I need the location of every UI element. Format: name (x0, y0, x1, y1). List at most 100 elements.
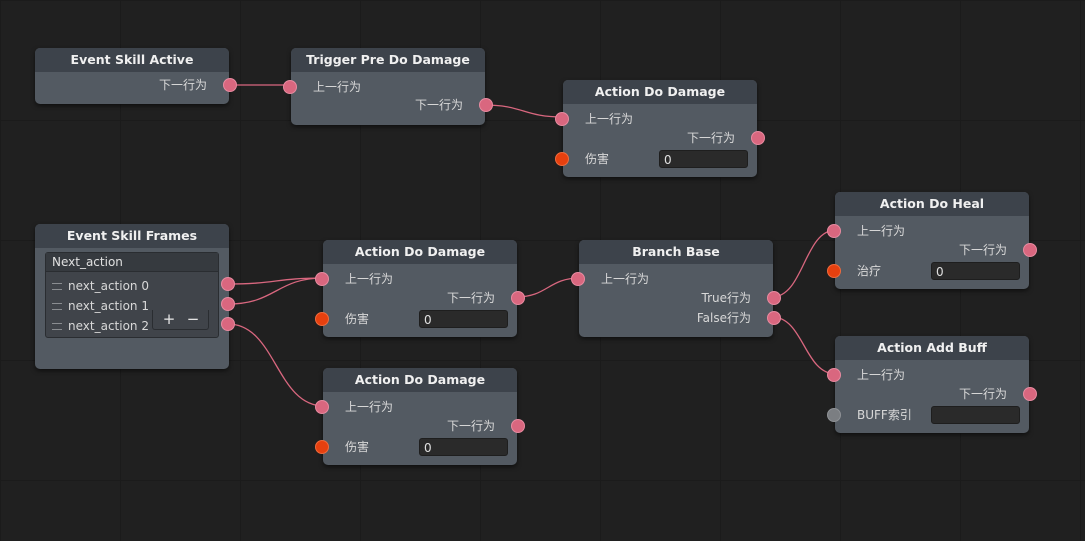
output-port-true[interactable]: True行为 (701, 289, 781, 307)
node-title: Trigger Pre Do Damage (291, 48, 485, 72)
node-action-do-damage[interactable]: Action Do Damage 上一行为 下一行为 伤害 0 (555, 80, 765, 177)
list-item-0[interactable]: next_action 0 (52, 277, 149, 295)
port-label: 下一行为 (446, 419, 495, 433)
port-dot[interactable] (511, 419, 525, 433)
port-label: 上一行为 (345, 272, 394, 286)
node-trigger-pre-do-damage[interactable]: Trigger Pre Do Damage 上一行为 下一行为 (283, 48, 493, 125)
next-action-list: Next_action next_action 0 next_action 1 … (45, 252, 219, 338)
port-dot[interactable] (315, 400, 329, 414)
node-title: Event Skill Frames (35, 224, 229, 248)
port-label: 下一行为 (446, 291, 495, 305)
port-label: 下一行为 (158, 78, 207, 92)
list-item-1[interactable]: next_action 1 (52, 297, 149, 315)
output-port-next[interactable]: 下一行为 (415, 96, 493, 114)
port-label: 上一行为 (601, 272, 650, 286)
output-port-next[interactable]: 下一行为 (958, 241, 1037, 259)
node-title: Action Do Damage (563, 80, 757, 104)
port-dot[interactable] (315, 440, 329, 454)
list-item-2[interactable]: next_action 2 (52, 317, 149, 335)
node-title: Action Do Heal (835, 192, 1029, 216)
input-port-heal[interactable]: 治疗 (827, 262, 882, 280)
port-label: False行为 (696, 311, 751, 325)
buff-index-field[interactable] (931, 406, 1020, 424)
port-dot[interactable] (315, 272, 329, 286)
port-dot[interactable] (555, 112, 569, 126)
output-port-1-dot[interactable] (221, 297, 235, 311)
node-event-skill-frames[interactable]: Event Skill Frames Next_action next_acti… (35, 224, 235, 369)
node-event-skill-active[interactable]: Event Skill Active 下一行为 (35, 48, 237, 104)
port-label: 伤害 (585, 152, 610, 166)
output-port-next[interactable]: 下一行为 (158, 76, 237, 94)
port-label: 上一行为 (313, 80, 362, 94)
port-dot[interactable] (827, 224, 841, 238)
output-port-0-dot[interactable] (221, 277, 235, 291)
port-dot[interactable] (571, 272, 585, 286)
wire (771, 316, 837, 375)
wire (227, 277, 325, 305)
damage-value-field[interactable]: 0 (419, 310, 508, 328)
port-label: 上一行为 (585, 112, 634, 126)
port-label: True行为 (701, 291, 752, 305)
port-label: 上一行为 (345, 400, 394, 414)
port-dot[interactable] (511, 291, 525, 305)
port-label: 上一行为 (857, 224, 906, 238)
heal-value-field[interactable]: 0 (931, 262, 1020, 280)
port-label: 治疗 (857, 264, 882, 278)
port-label: 下一行为 (958, 243, 1007, 257)
output-port-next[interactable]: 下一行为 (958, 385, 1037, 403)
damage-value-field[interactable]: 0 (659, 150, 748, 168)
drag-handle-icon[interactable] (52, 323, 62, 330)
output-port-next[interactable]: 下一行为 (686, 129, 765, 147)
drag-handle-icon[interactable] (52, 283, 62, 290)
input-port-prev[interactable]: 上一行为 (571, 270, 650, 288)
input-port-damage[interactable]: 伤害 (555, 150, 610, 168)
remove-item-button[interactable]: − (186, 310, 200, 328)
wire (483, 104, 564, 118)
list-item-label: next_action 0 (68, 279, 149, 293)
input-port-buff-index[interactable]: BUFF索引 (827, 406, 912, 424)
input-port-damage[interactable]: 伤害 (315, 310, 369, 328)
port-dot[interactable] (767, 291, 781, 305)
output-port-2-dot[interactable] (221, 317, 235, 331)
input-port-damage[interactable]: 伤害 (315, 438, 370, 456)
port-dot[interactable] (1023, 243, 1037, 257)
port-label: 下一行为 (958, 387, 1007, 401)
port-dot[interactable] (1023, 387, 1037, 401)
node-action-do-damage[interactable]: Action Do Damage 上一行为 下一行为 伤害 0 (315, 368, 525, 465)
add-item-button[interactable]: + (162, 310, 176, 328)
node-branch-base[interactable]: Branch Base 上一行为 True行为 False行为 (571, 240, 781, 337)
output-port-next[interactable]: 下一行为 (446, 417, 525, 435)
port-dot[interactable] (223, 78, 237, 92)
wire (227, 323, 325, 407)
port-dot[interactable] (315, 312, 329, 326)
node-action-do-damage[interactable]: Action Do Damage 上一行为 下一行为 伤害 0 (315, 240, 525, 337)
list-header: Next_action (46, 253, 218, 272)
port-dot[interactable] (555, 152, 569, 166)
output-port-false[interactable]: False行为 (696, 309, 781, 327)
port-dot[interactable] (827, 264, 841, 278)
port-label: BUFF索引 (857, 408, 912, 422)
node-action-do-heal[interactable]: Action Do Heal 上一行为 下一行为 治疗 0 (827, 192, 1037, 289)
node-title: Action Add Buff (835, 336, 1029, 360)
input-port-prev[interactable]: 上一行为 (555, 110, 634, 128)
wire (227, 277, 325, 285)
node-title: Branch Base (579, 240, 773, 264)
node-action-add-buff[interactable]: Action Add Buff 上一行为 下一行为 BUFF索引 (827, 336, 1037, 433)
port-dot[interactable] (827, 408, 841, 422)
port-dot[interactable] (751, 131, 765, 145)
node-title: Action Do Damage (323, 240, 517, 264)
drag-handle-icon[interactable] (52, 303, 62, 310)
output-port-next[interactable]: 下一行为 (446, 289, 525, 307)
port-dot[interactable] (767, 311, 781, 325)
port-dot[interactable] (827, 368, 841, 382)
input-port-prev[interactable]: 上一行为 (827, 222, 906, 240)
input-port-prev[interactable]: 上一行为 (827, 366, 905, 384)
damage-value-field[interactable]: 0 (419, 438, 508, 456)
port-label: 伤害 (345, 440, 370, 454)
input-port-prev[interactable]: 上一行为 (315, 270, 394, 288)
port-dot[interactable] (283, 80, 297, 94)
port-label: 下一行为 (686, 131, 735, 145)
input-port-prev[interactable]: 上一行为 (315, 398, 394, 416)
input-port-prev[interactable]: 上一行为 (283, 78, 362, 96)
port-dot[interactable] (479, 98, 493, 112)
